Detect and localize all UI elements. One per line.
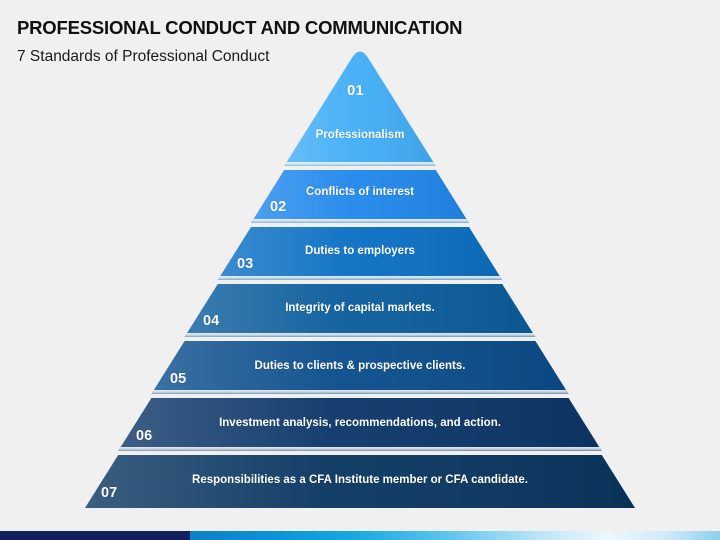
footer-accent-bar bbox=[0, 531, 720, 540]
level-separator bbox=[284, 162, 436, 166]
page-title: PROFESSIONAL CONDUCT AND COMMUNICATION bbox=[17, 17, 463, 38]
level-separator bbox=[251, 219, 469, 223]
page-subtitle: 7 Standards of Professional Conduct bbox=[17, 48, 270, 65]
pyramid-level-4[interactable] bbox=[184, 284, 536, 337]
pyramid-level-2[interactable] bbox=[251, 170, 469, 223]
footer-bar-gradient-segment bbox=[190, 531, 720, 540]
footer-bar-dark-segment bbox=[0, 531, 190, 540]
level-separator bbox=[118, 447, 602, 451]
level-separator bbox=[151, 390, 569, 394]
level-separator bbox=[184, 333, 536, 337]
pyramid-level-3[interactable] bbox=[217, 227, 503, 280]
pyramid-level-5[interactable] bbox=[151, 341, 569, 394]
level-separator bbox=[217, 276, 503, 280]
pyramid-level-6[interactable] bbox=[118, 398, 602, 451]
pyramid-level-7[interactable] bbox=[85, 455, 635, 508]
pyramid-level-1[interactable] bbox=[284, 51, 436, 167]
